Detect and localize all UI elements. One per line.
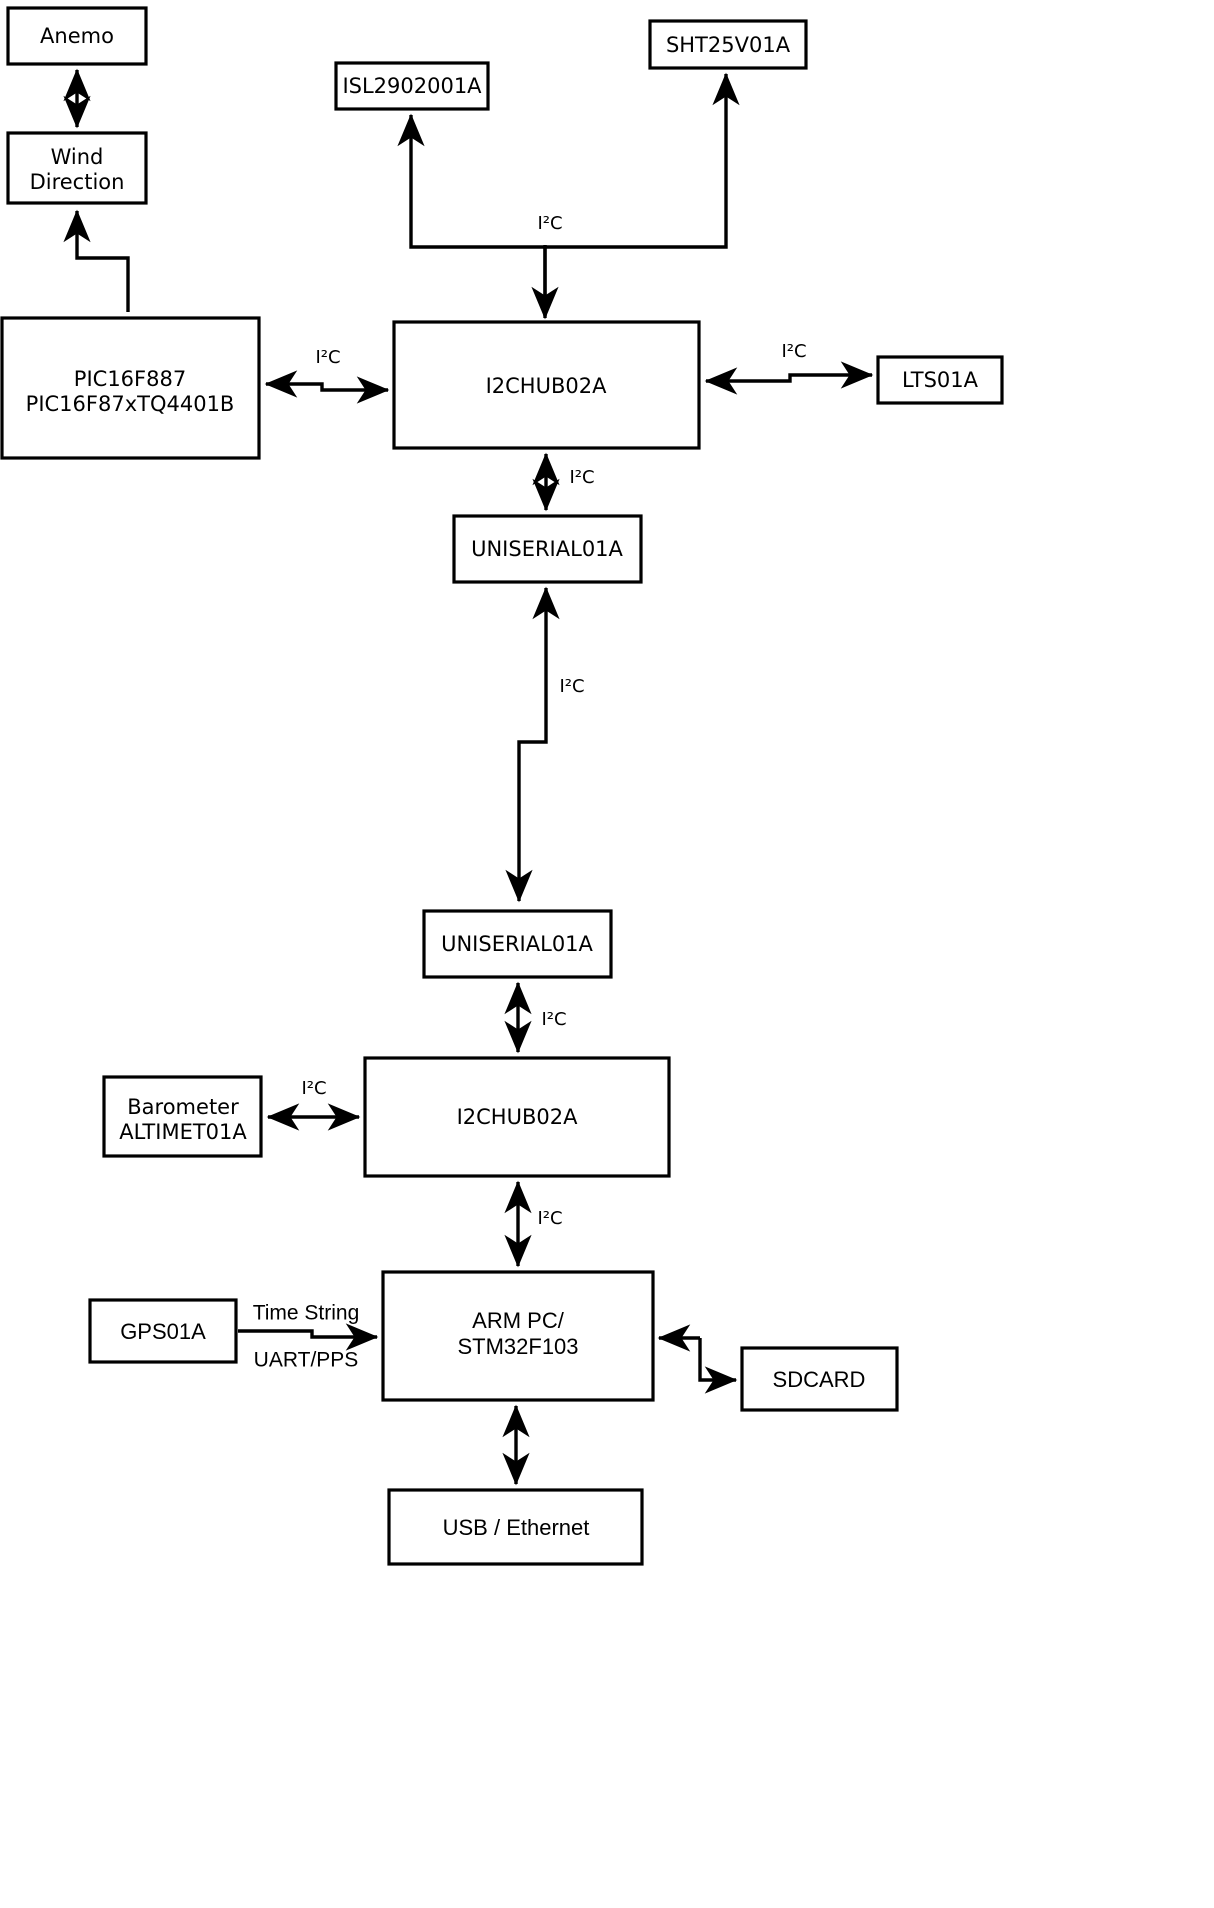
node-pic16f887-label-1: PIC16F887 [74,367,186,391]
label-time-string: Time String [253,1302,360,1325]
node-uniserial01a-top-label: UNISERIAL01A [471,537,623,561]
label-i2c-uniserial-link: I²C [559,676,584,697]
label-i2c-hub-top-bus: I²C [537,213,562,234]
node-uniserial01a-top[interactable]: UNISERIAL01A [452,514,643,584]
node-pic16f887[interactable]: PIC16F887 PIC16F87xTQ4401B [0,316,261,460]
label-i2c-hub-lts: I²C [781,341,806,362]
node-anemo-label: Anemo [40,24,114,48]
nodes-layer: Anemo Wind Direction PIC16F887 PIC16F87x… [0,6,1004,1566]
node-pic16f887-label-2: PIC16F87xTQ4401B [26,392,235,416]
node-uniserial01a-bottom-label: UNISERIAL01A [441,932,593,956]
edge-pic-hub-top [264,370,390,404]
node-arm-pc-label-1: ARM PC/ [472,1308,565,1333]
node-lts01a-label: LTS01A [902,368,979,392]
node-barometer[interactable]: Barometer ALTIMET01A [102,1075,263,1158]
node-sdcard[interactable]: SDCARD [740,1346,899,1412]
edge-hub-top-i2c-bus [397,113,547,316]
node-wind-direction[interactable]: Wind Direction [6,131,148,205]
node-i2chub02a-bottom[interactable]: I2CHUB02A [363,1056,671,1178]
node-usb-ethernet[interactable]: USB / Ethernet [387,1488,644,1566]
node-lts01a[interactable]: LTS01A [876,355,1004,405]
edge-hub-top-lts [704,361,874,395]
label-i2c-uni-hub-bottom: I²C [541,1009,566,1030]
node-barometer-label-2: ALTIMET01A [119,1120,247,1144]
node-wind-direction-label-1: Wind [51,145,104,169]
node-sdcard-label: SDCARD [773,1367,866,1392]
node-sht25v01a-label: SHT25V01A [666,33,791,57]
edge-uniserial-link [505,648,548,903]
edge-hub-top-i2c-bus-sht [545,72,740,249]
label-i2c-hub-uniserial: I²C [569,467,594,488]
node-gps01a[interactable]: GPS01A [88,1298,238,1364]
node-anemo[interactable]: Anemo [6,6,148,66]
node-isl2902001a-label: ISL2902001A [342,74,482,98]
node-arm-pc-label-2: STM32F103 [457,1334,578,1359]
node-arm-pc[interactable]: ARM PC/ STM32F103 [381,1270,655,1402]
label-i2c-hub-arm: I²C [537,1208,562,1229]
node-wind-direction-label-2: Direction [30,170,125,194]
node-i2chub02a-top[interactable]: I2CHUB02A [392,320,701,450]
node-isl2902001a[interactable]: ISL2902001A [334,61,490,111]
edges-layer [63,68,874,1486]
node-usb-ethernet-label: USB / Ethernet [443,1515,590,1540]
edge-gps-arm [238,1323,379,1351]
label-i2c-barometer-hub: I²C [301,1078,326,1099]
edge-labels-layer: I²C I²C I²C I²C I²C I²C I²C I²C Time Str… [253,213,807,1372]
label-uart-pps: UART/PPS [254,1349,359,1372]
node-uniserial01a-bottom[interactable]: UNISERIAL01A [422,909,613,979]
edge-arm-sdcard-out [698,1338,738,1394]
node-i2chub02a-bottom-label: I2CHUB02A [457,1105,579,1129]
node-gps01a-label: GPS01A [120,1319,206,1344]
node-sht25v01a[interactable]: SHT25V01A [648,19,808,70]
label-i2c-pic-hub: I²C [315,347,340,368]
node-i2chub02a-top-label: I2CHUB02A [486,374,608,398]
node-barometer-label-1: Barometer [127,1095,239,1119]
edge-pic-wind [63,209,130,312]
